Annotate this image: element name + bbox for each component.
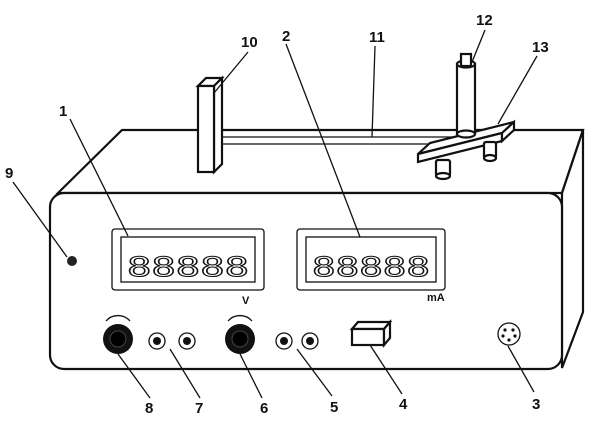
cylinder-probe [455,52,477,139]
voltage-terminals[interactable] [148,332,196,350]
callout-2: 2 [282,28,290,45]
leader-lines [12,29,538,399]
callout-13: 13 [532,39,549,56]
current-display: 88888 mA [296,228,446,304]
slider-carriage [416,119,516,181]
voltage-unit: V [242,295,250,307]
callout-7: 7 [195,400,203,417]
callout-5: 5 [330,399,338,416]
voltage-adjust-knob[interactable] [103,315,133,354]
callout-9: 9 [5,165,13,182]
current-unit: mA [427,292,445,304]
voltage-digits: 88888 [127,252,249,283]
callout-8: 8 [145,400,153,417]
indicator-lamp [67,256,77,266]
callout-12: 12 [476,12,493,29]
guide-rail [222,136,465,145]
callout-10: 10 [241,34,258,51]
callout-1: 1 [59,103,67,120]
vertical-stand [195,75,225,175]
callout-4: 4 [399,396,408,413]
current-adjust-knob[interactable] [225,315,255,354]
power-switch[interactable] [349,319,393,348]
current-digits: 88888 [312,252,430,283]
sensor-socket[interactable] [497,322,521,346]
voltage-display: 88888 V [111,228,265,307]
callout-6: 6 [260,400,268,417]
callout-3: 3 [532,396,540,413]
callout-labels: 1 2 3 4 5 6 7 8 9 10 11 12 13 [5,12,549,417]
current-terminals[interactable] [275,332,319,350]
callout-11: 11 [369,29,385,46]
